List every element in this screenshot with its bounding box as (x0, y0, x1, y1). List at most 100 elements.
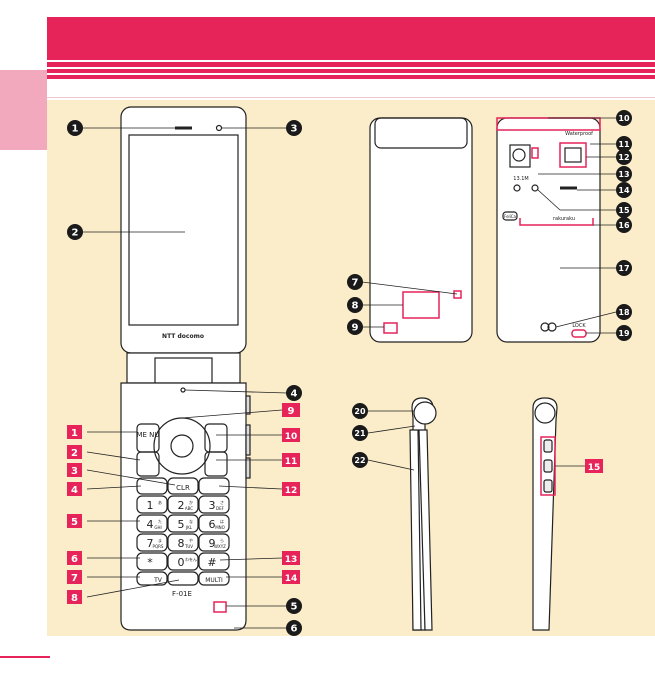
callout-circle-15: 15 (616, 202, 632, 218)
side-hinge-left (414, 402, 436, 424)
key-9-letters: WXYZ (214, 544, 226, 549)
svg-text:5: 5 (71, 517, 78, 528)
callout-square-15: 15 (585, 459, 603, 473)
key-3-letters: DEF (216, 506, 225, 511)
callout-square-5: 5 (67, 514, 82, 528)
model-label: F-01E (172, 590, 192, 598)
key-4-label: 4 (147, 518, 154, 531)
clr-key-label: CLR (176, 484, 190, 492)
svg-text:13: 13 (618, 170, 629, 179)
callout-square-10: 10 (282, 428, 300, 442)
key-hash-label: # (207, 556, 216, 569)
svg-text:16: 16 (618, 221, 630, 230)
svg-text:1: 1 (71, 428, 78, 439)
svg-text:1: 1 (72, 124, 79, 135)
callout-square-11: 11 (282, 453, 300, 467)
callout-square-14: 14 (282, 570, 300, 584)
callout-circle-16: 16 (616, 217, 632, 233)
svg-text:21: 21 (354, 429, 366, 438)
svg-text:3: 3 (71, 466, 78, 477)
svg-text:22: 22 (354, 456, 365, 465)
key-3-kana: さ (220, 499, 224, 505)
key-7-kana: ま (158, 538, 162, 543)
svg-text:2: 2 (71, 448, 78, 459)
svg-text:7: 7 (71, 573, 78, 584)
svg-text:4: 4 (291, 389, 298, 400)
main-display (129, 135, 238, 325)
callout-circle-6: 6 (286, 620, 302, 636)
key-5-label: 5 (178, 518, 185, 531)
side-key-upper (246, 396, 250, 414)
callout-square-12: 12 (282, 482, 300, 496)
callout-circle-21: 21 (352, 425, 368, 441)
side-button-3 (544, 480, 552, 492)
key-2-label: 2 (178, 499, 185, 512)
svg-text:18: 18 (618, 308, 630, 317)
svg-text:10: 10 (285, 432, 298, 442)
felica-label: FeliCa (504, 214, 517, 219)
svg-text:9: 9 (288, 406, 295, 417)
key-8-kana: や (189, 537, 193, 543)
callout-square-9: 9 (282, 403, 300, 417)
svg-text:6: 6 (71, 554, 78, 565)
menu-key-label: ME NU (136, 431, 159, 439)
callout-circle-14: 14 (616, 182, 632, 198)
key-0-label: 0 (178, 556, 185, 569)
back-view (497, 118, 600, 342)
callout-circle-1: 1 (67, 120, 83, 136)
front-view (121, 107, 250, 630)
key-6-kana: は (220, 519, 224, 524)
svg-text:9: 9 (352, 323, 359, 334)
svg-text:8: 8 (352, 301, 359, 312)
callout-circle-13: 13 (616, 166, 632, 182)
key-2-kana: か (189, 499, 193, 505)
svg-text:15: 15 (588, 463, 601, 473)
side-button-2 (544, 460, 552, 472)
key-2-letters: ABC (185, 506, 193, 511)
callout-square-3: 3 (67, 463, 82, 477)
back-brand-label: Waterproof (565, 131, 593, 137)
svg-text:17: 17 (618, 264, 629, 273)
svg-text:11: 11 (618, 140, 630, 149)
key-5-letters: JKL (185, 525, 193, 530)
callout-square-13: 13 (282, 551, 300, 565)
callout-square-4: 4 (67, 482, 82, 496)
back-mark-label: rakuraku (553, 216, 575, 222)
callout-circle-3: 3 (286, 120, 302, 136)
svg-text:5: 5 (291, 602, 298, 613)
svg-text:8: 8 (71, 593, 78, 604)
key-star-label: * (147, 556, 153, 569)
side-button-1 (544, 440, 552, 452)
callout-circle-2: 2 (67, 224, 83, 240)
svg-text:7: 7 (352, 278, 359, 289)
callout-circle-17: 17 (616, 260, 632, 276)
side-key-lower (246, 458, 250, 478)
svg-text:6: 6 (291, 624, 298, 635)
key-6-letters: MNO (215, 525, 225, 530)
callout-square-1: 1 (67, 425, 82, 439)
callout-circle-4: 4 (286, 385, 302, 401)
side-key-mid (246, 425, 250, 455)
svg-text:2: 2 (72, 228, 79, 239)
closed-front-view (370, 118, 472, 342)
callout-circle-9: 9 (347, 319, 363, 335)
key-5-kana: な (189, 518, 193, 524)
callout-square-7: 7 (67, 570, 82, 584)
svg-text:4: 4 (71, 485, 78, 496)
svg-text:10: 10 (618, 114, 630, 123)
key-8-label: 8 (178, 537, 185, 550)
key-8-letters: TUV (184, 544, 193, 549)
callout-circle-20: 20 (352, 403, 368, 419)
callout-circle-18: 18 (616, 304, 632, 320)
svg-text:19: 19 (618, 329, 630, 338)
key-9-kana: ら (220, 538, 224, 543)
callout-square-8: 8 (67, 590, 82, 604)
callout-circle-7: 7 (347, 274, 363, 290)
lock-label: LOCK (572, 323, 586, 329)
callout-circle-10: 10 (616, 110, 632, 126)
back-shell (497, 118, 600, 342)
key-1-label: 1 (147, 499, 154, 512)
front-brand-label: NTT docomo (162, 333, 204, 340)
key-3-label: 3 (209, 499, 216, 512)
